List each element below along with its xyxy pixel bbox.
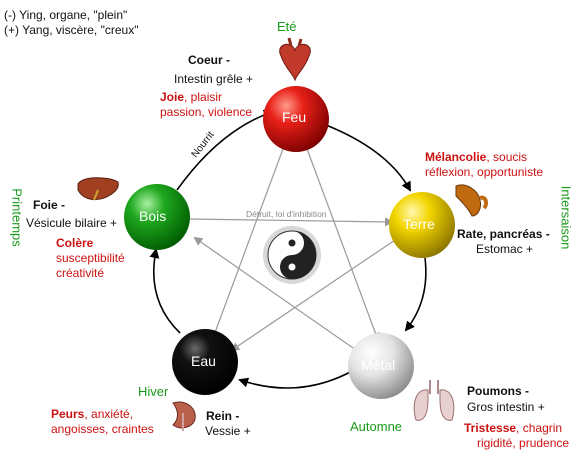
element-name-bois: Bois [139, 208, 167, 224]
emotion-feu-rest: , plaisir [184, 90, 223, 104]
emotion-bois-main: Colère [56, 236, 94, 250]
arrow-bois-terre [189, 217, 394, 227]
emotion-terre-rest: , soucis [486, 150, 528, 164]
emotion-eau-line1: Peurs, anxiété, [51, 407, 133, 422]
emotion-eau-rest: , anxiété, [84, 407, 134, 421]
arrow-feu-metal [299, 129, 380, 342]
inhibition-star [189, 128, 399, 352]
arrow-bois-feu [176, 109, 274, 191]
viscera-metal: Gros intestin + [467, 400, 545, 414]
emotion-terre-main: Mélancolie [425, 150, 487, 164]
emotion-terre-line1: Mélancolie, soucis [425, 150, 527, 165]
viscera-eau: Vessie + [205, 424, 251, 438]
season-metal: Automne [350, 419, 403, 434]
organ-terre: Rate, pancréas - [457, 227, 550, 241]
organ-bois: Foie - [33, 198, 65, 212]
element-name-terre: Terre [403, 216, 435, 232]
emotion-feu-line2: passion, violence [160, 105, 253, 119]
kidney-icon [172, 401, 196, 431]
organ-metal: Poumons - [467, 384, 529, 398]
element-name-feu: Feu [282, 109, 307, 125]
legend-yin: (-) Ying, organe, "plein" [4, 8, 128, 22]
emotion-eau-line2: angoisses, craintes [51, 422, 154, 436]
liver-icon [77, 177, 119, 201]
emotion-metal-rest: , chagrin [516, 421, 563, 435]
arrow-eau-bois [149, 248, 181, 334]
arrow-metal-eau [238, 369, 355, 389]
emotion-bois-line3: créativité [56, 266, 105, 280]
emotion-metal-line2: rigidité, prudence [477, 436, 570, 450]
sphere-feu [263, 86, 329, 152]
heart-icon [279, 37, 311, 82]
emotion-feu-main: Joie [160, 90, 185, 104]
viscera-bois: Vésicule bilaire + [26, 216, 118, 230]
emotion-metal-main: Tristesse [464, 421, 517, 435]
emotion-feu-line1: Joie, plaisir [160, 90, 222, 105]
season-feu: Eté [277, 19, 297, 34]
season-bois: Printemps [9, 188, 25, 247]
emotion-bois-line2: susceptibilité [56, 251, 125, 265]
emotion-eau-main: Peurs [51, 407, 85, 421]
sphere-metal [348, 333, 414, 399]
arrow-eau-feu [212, 128, 292, 339]
sphere-bois [124, 184, 190, 250]
viscera-feu: Intestin grêle + [174, 72, 254, 86]
arrow-metal-bois [193, 236, 357, 351]
element-name-metal: Métal [361, 357, 396, 373]
organ-feu: Coeur - [188, 53, 230, 67]
element-name-eau: Eau [191, 353, 216, 369]
emotion-metal-line1: Tristesse, chagrin [464, 421, 562, 436]
yin-yang-icon [263, 226, 321, 284]
nourishing-cycle [149, 109, 427, 389]
arrow-terre-metal [404, 257, 427, 332]
pancreas-icon [455, 184, 489, 217]
sphere-terre [389, 192, 455, 258]
legend-yang: (+) Yang, viscère, "creux" [4, 23, 139, 37]
season-terre: Intersaison [558, 185, 574, 250]
arrow-feu-terre [325, 124, 411, 192]
emotion-terre-line2: réflexion, opportuniste [425, 165, 544, 179]
sphere-eau [172, 329, 238, 395]
season-eau: Hiver [138, 384, 169, 399]
lungs-icon [413, 380, 455, 421]
organ-eau: Rein - [206, 409, 240, 423]
arrow-terre-eau [230, 237, 399, 352]
inhibition-label: Détruit, loi d'inhibition [246, 209, 327, 219]
viscera-terre: Estomac + [476, 242, 534, 256]
